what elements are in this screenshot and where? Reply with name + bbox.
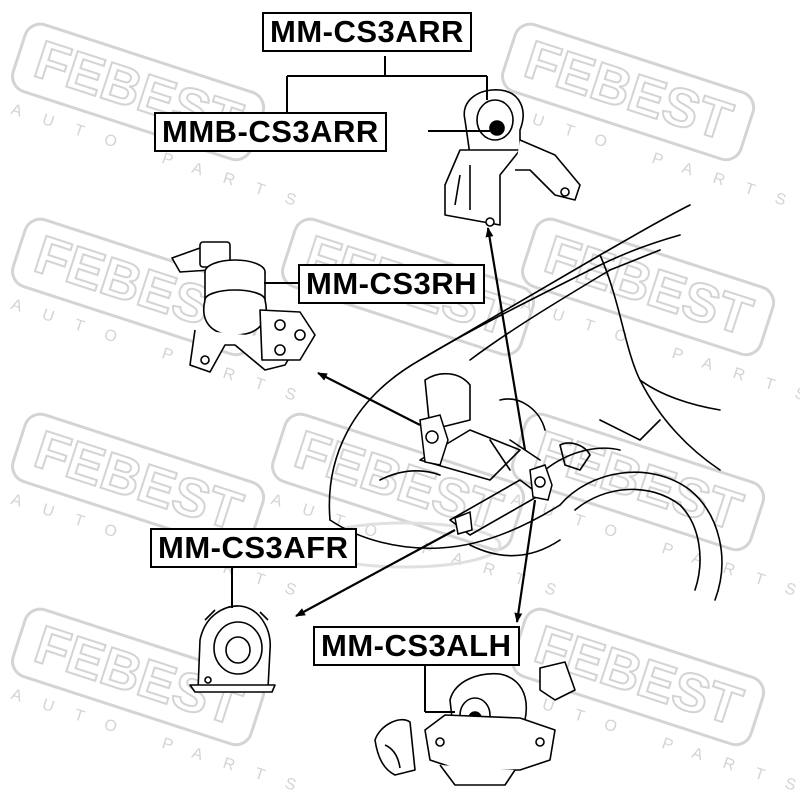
arrow-to-mm-cs3rh [317,372,421,426]
label-mm-cs3afr: MM-CS3AFR [150,528,357,568]
label-mm-cs3rh: MM-CS3RH [298,264,486,304]
part-mm-cs3alh-illustration [374,661,576,786]
part-mm-cs3arr-illustration [444,89,581,227]
car-body-illustration [328,204,723,601]
part-mm-cs3afr-illustration [189,605,276,693]
watermark-logo: FEBEST AUTO PARTS [509,412,800,606]
arrow-to-mm-cs3alh [514,499,537,623]
part-mm-cs3rh-illustration [171,241,316,373]
watermark-logo: FEBEST AUTO PARTS [519,217,800,411]
label-mmb-cs3arr: MMB-CS3ARR [154,112,387,152]
watermark-group: FEBEST AUTO PARTS FEBEST AUTO PARTS FEBE… [9,22,800,801]
label-mm-cs3arr: MM-CS3ARR [262,12,472,52]
label-mm-cs3alh: MM-CS3ALH [313,626,520,666]
arrow-to-mm-cs3arr [485,227,527,451]
arrows [295,227,537,623]
watermark-logo: FEBEST AUTO PARTS [499,22,800,216]
watermark-logo: FEBEST AUTO PARTS [509,607,800,801]
leader-lines [231,56,490,713]
arrow-to-mm-cs3afr [295,529,456,617]
watermark-logo: FEBEST AUTO PARTS [9,607,319,801]
mounts-in-car [419,414,553,535]
